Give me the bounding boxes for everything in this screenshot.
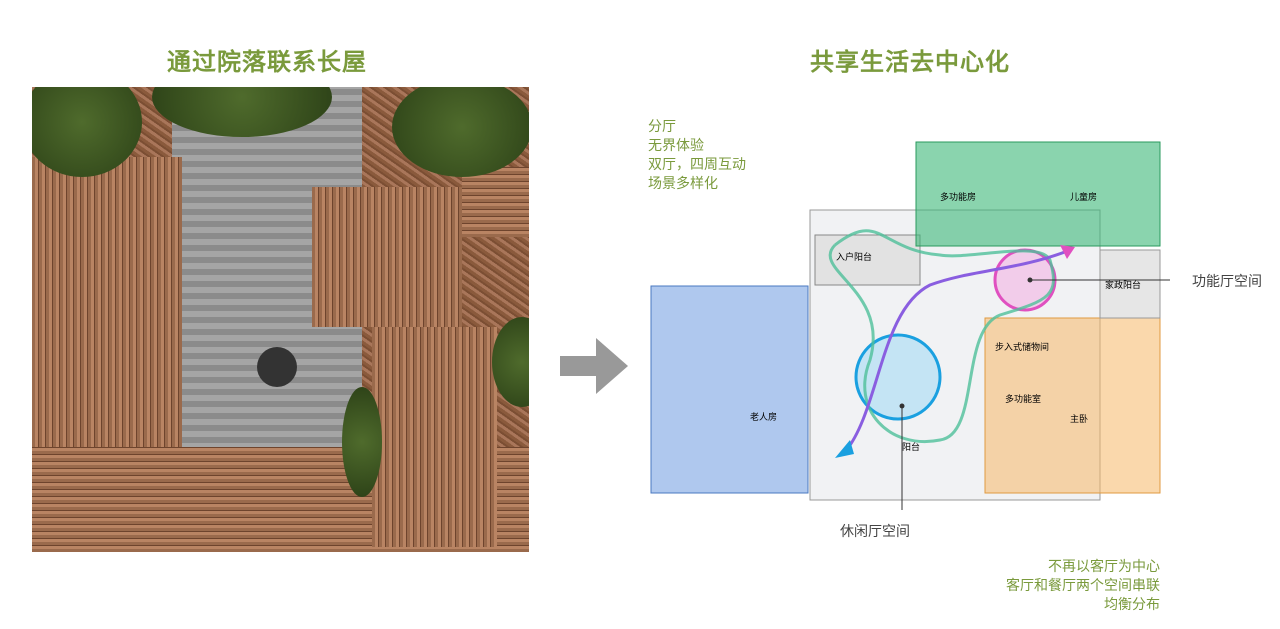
note-line: 不再以客厅为中心 bbox=[1048, 559, 1160, 575]
room-label: 家政阳台 bbox=[1105, 279, 1141, 291]
room-label: 入户阳台 bbox=[836, 251, 872, 263]
courtyard-aerial-photo bbox=[32, 87, 529, 552]
master-zone bbox=[984, 317, 1161, 494]
note-line: 客厅和餐厅两个空间串联 bbox=[1006, 578, 1160, 594]
note-line: 均衡分布 bbox=[1104, 597, 1160, 613]
notes-bottom: 不再以客厅为中心 客厅和餐厅两个空间串联 均衡分布 bbox=[1006, 558, 1160, 615]
room-label: 老人房 bbox=[750, 411, 777, 423]
note-line: 分厅 bbox=[648, 119, 676, 135]
note-line: 双厅，四周互动 bbox=[648, 157, 746, 173]
left-title: 通过院落联系长屋 bbox=[167, 48, 367, 76]
callout-function-hall: 功能厅空间 bbox=[1192, 274, 1262, 290]
right-title: 共享生活去中心化 bbox=[810, 48, 1010, 76]
room-label: 阳台 bbox=[902, 441, 920, 453]
note-line: 场景多样化 bbox=[648, 176, 718, 192]
room-label: 主卧 bbox=[1070, 413, 1088, 425]
arrow-right-icon bbox=[560, 338, 628, 394]
kids-zone bbox=[915, 141, 1161, 247]
floor-plan: 多功能房 儿童房 入户阳台 家政阳台 老人房 步入式储物间 多功能室 主卧 阳台 bbox=[650, 141, 1170, 510]
room-label: 多功能室 bbox=[1005, 393, 1041, 405]
notes-top: 分厅 无界体验 双厅，四周互动 场景多样化 bbox=[648, 118, 746, 194]
room-label: 儿童房 bbox=[1070, 191, 1097, 203]
room-label: 步入式储物间 bbox=[995, 341, 1049, 353]
room-label: 多功能房 bbox=[940, 191, 976, 203]
note-line: 无界体验 bbox=[648, 138, 704, 154]
elder-zone bbox=[650, 285, 809, 494]
callout-leisure-hall: 休闲厅空间 bbox=[840, 524, 910, 540]
